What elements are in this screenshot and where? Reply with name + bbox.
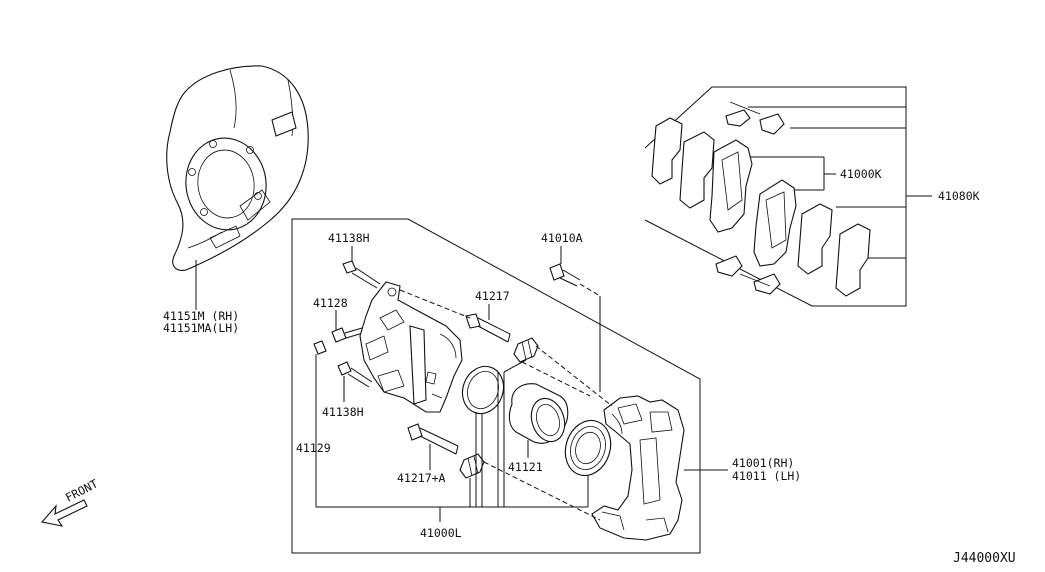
bleeder-screw: [331, 327, 364, 343]
pin-boot-upper: [513, 337, 539, 363]
caliper-body: [359, 281, 463, 413]
label-bleeder-cap: 41129: [296, 441, 331, 455]
caliper-bolt-lower: [337, 361, 373, 388]
piston-dust-boot: [564, 419, 612, 477]
caliper-bolt-upper: [342, 260, 381, 289]
brake-pads: [709, 139, 797, 267]
label-pad-kit: 41080K: [938, 189, 980, 203]
guide-pin-upper: [465, 313, 511, 343]
label-bolt-lower: 41138H: [322, 405, 364, 419]
label-seal-kit: 41000L: [420, 526, 462, 540]
label-splash-guard-lh: 41151MA(LH): [163, 321, 239, 335]
label-caliper-rh: 41001(RH): [732, 456, 794, 470]
label-torque-member-bolt: 41010A: [541, 231, 583, 245]
label-bolt-upper: 41138H: [328, 231, 370, 245]
bleeder-cap: [313, 340, 327, 355]
piston: [508, 383, 569, 444]
label-pad-set: 41000K: [840, 167, 882, 181]
caliper-torque-member: [591, 395, 685, 541]
label-piston: 41121: [508, 460, 543, 474]
piston-seal: [461, 365, 505, 415]
label-caliper-lh: 41011 (LH): [732, 469, 801, 483]
splash-guard-drawing: [166, 65, 309, 310]
seal-kit-leaders: [315, 359, 589, 522]
label-splash-guard-rh: 41151M (RH): [163, 309, 239, 323]
diagram-code: J44000XU: [953, 551, 1016, 566]
front-direction-arrow: [40, 499, 88, 527]
pad-clips: [715, 101, 785, 295]
assembly-alignment-lines: [399, 283, 613, 521]
label-pin-lower: 41217+A: [397, 471, 446, 485]
label-bleeder-screw: 41128: [313, 296, 348, 310]
pin-boot-lower: [459, 453, 485, 479]
pad-shims: [651, 117, 871, 297]
label-pin-upper: 41217: [475, 289, 510, 303]
label-front: FRONT: [63, 476, 100, 504]
caliper-group-frame: [291, 218, 701, 554]
guide-pin-lower: [407, 423, 459, 455]
pad-kit-leaders: [744, 106, 906, 259]
torque-member-bolt: [549, 263, 581, 287]
